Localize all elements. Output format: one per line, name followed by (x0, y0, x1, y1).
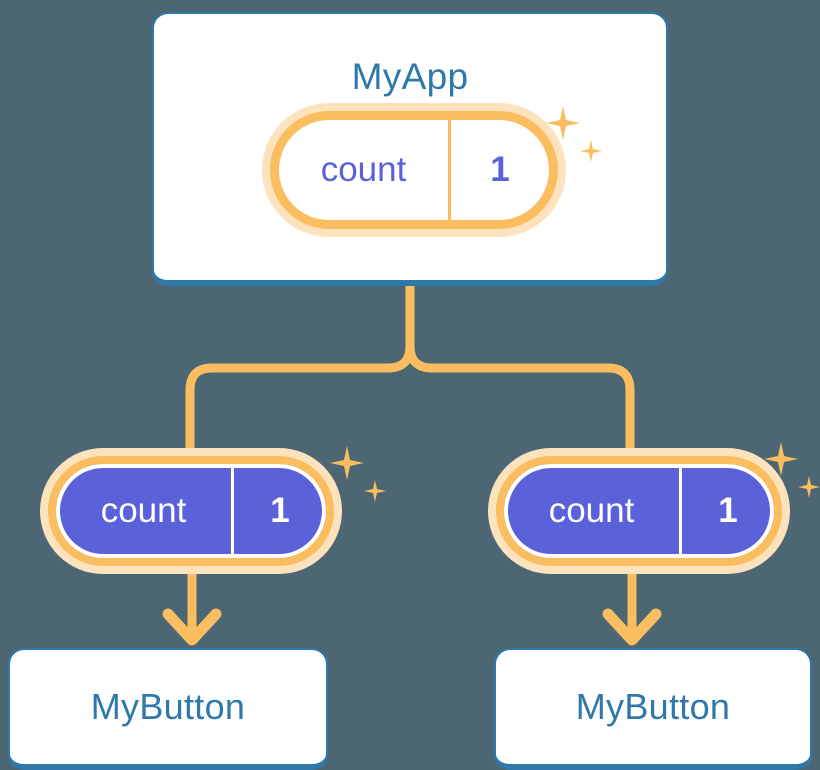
myapp-card-title: MyApp (351, 56, 469, 97)
myapp-state-capsule[interactable]: count 1 (270, 111, 558, 229)
child-state-capsule-left[interactable]: count 1 (48, 456, 334, 566)
mybutton-card-left[interactable]: MyButton (8, 648, 328, 770)
child-state-value-left: 1 (270, 491, 290, 530)
child-state-capsule-right[interactable]: count 1 (496, 456, 782, 566)
child-state-key-right: count (504, 464, 682, 558)
child-state-value-right: 1 (718, 491, 738, 530)
mybutton-card-right-title: MyButton (575, 686, 731, 727)
myapp-state-value: 1 (490, 150, 510, 189)
mybutton-card-right[interactable]: MyButton (494, 648, 812, 770)
connector-branch-left (185, 341, 415, 461)
child-state-key-left: count (56, 464, 234, 558)
arrow-head-left (162, 608, 222, 646)
connector-branch-right (405, 341, 635, 461)
arrow-head-right (602, 608, 662, 646)
myapp-state-key: count (279, 120, 451, 220)
mybutton-card-left-title: MyButton (90, 686, 246, 727)
